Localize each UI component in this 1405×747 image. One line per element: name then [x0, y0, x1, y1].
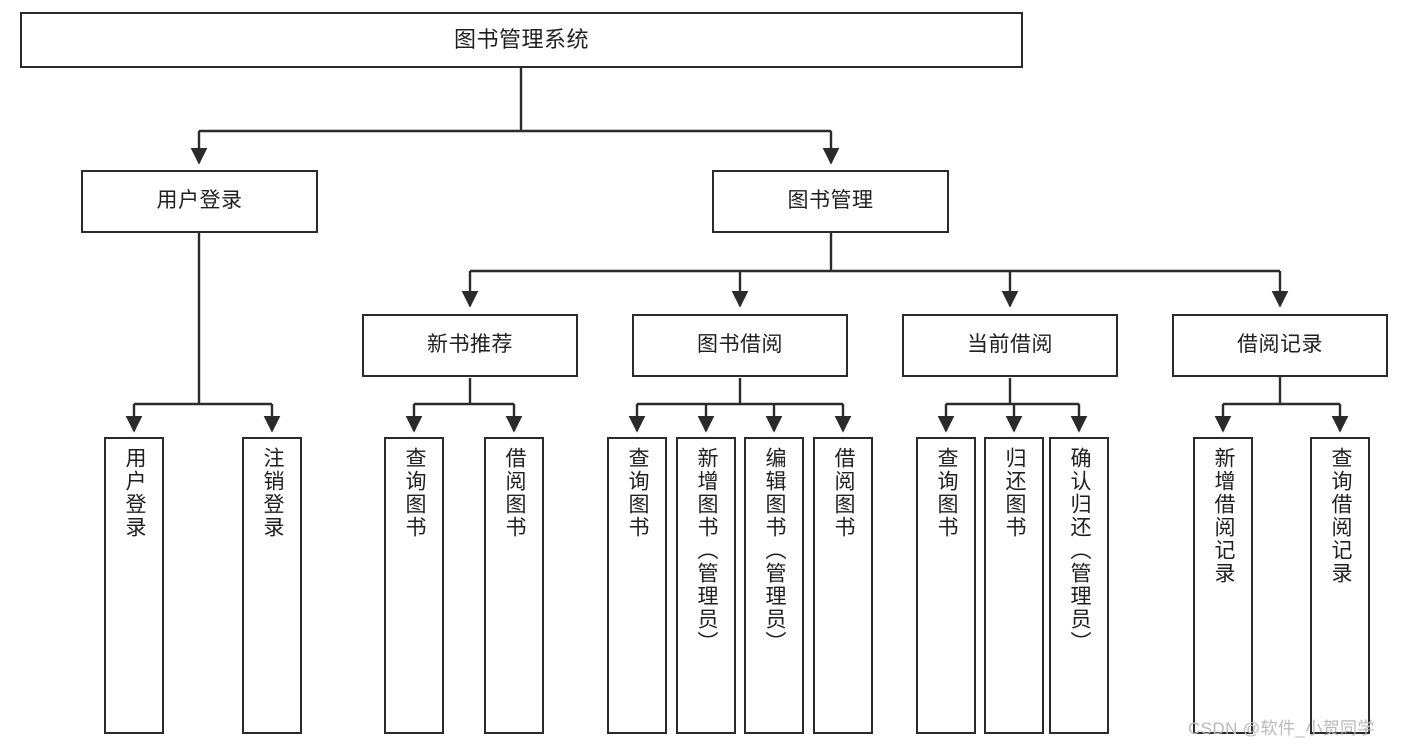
node-leaf-confirm-return-label: 确认归还（管理员）: [1068, 447, 1092, 654]
node-current-borrow-label: 当前借阅: [967, 333, 1053, 357]
node-user-login-label: 用户登录: [156, 189, 243, 213]
node-leaf-return-book[interactable]: 归还图书: [984, 437, 1044, 734]
node-leaf-query-book-1-label: 查询图书: [403, 447, 427, 539]
node-leaf-borrow-book-2[interactable]: 借阅图书: [813, 437, 873, 734]
node-current-borrow[interactable]: 当前借阅: [902, 314, 1118, 377]
node-leaf-confirm-return[interactable]: 确认归还（管理员）: [1049, 437, 1109, 734]
node-borrow-record-label: 借阅记录: [1237, 333, 1323, 357]
node-leaf-borrow-book-1[interactable]: 借阅图书: [484, 437, 544, 734]
node-leaf-query-book-2-label: 查询图书: [626, 447, 650, 539]
node-user-login[interactable]: 用户登录: [81, 170, 318, 233]
node-new-book-rec[interactable]: 新书推荐: [362, 314, 578, 377]
node-root-label: 图书管理系统: [453, 27, 589, 53]
node-book-borrow-label: 图书借阅: [697, 333, 783, 357]
node-leaf-logout-label: 注销登录: [261, 447, 285, 539]
node-book-borrow[interactable]: 图书借阅: [632, 314, 848, 377]
node-leaf-query-record[interactable]: 查询借阅记录: [1310, 437, 1370, 734]
node-leaf-query-record-label: 查询借阅记录: [1329, 447, 1353, 585]
node-new-book-rec-label: 新书推荐: [427, 333, 513, 357]
node-leaf-add-record[interactable]: 新增借阅记录: [1193, 437, 1253, 734]
watermark-text: CSDN @软件_小贺同学: [1188, 719, 1375, 738]
node-book-manage[interactable]: 图书管理: [712, 170, 949, 233]
node-root[interactable]: 图书管理系统: [20, 12, 1023, 68]
node-book-manage-label: 图书管理: [787, 189, 874, 213]
node-borrow-record[interactable]: 借阅记录: [1172, 314, 1388, 377]
node-leaf-query-book-2[interactable]: 查询图书: [607, 437, 667, 734]
node-leaf-add-book[interactable]: 新增图书（管理员）: [676, 437, 736, 734]
node-leaf-add-record-label: 新增借阅记录: [1212, 447, 1236, 585]
node-leaf-edit-book[interactable]: 编辑图书（管理员）: [744, 437, 804, 734]
node-leaf-edit-book-label: 编辑图书（管理员）: [763, 447, 787, 654]
node-leaf-user-login[interactable]: 用户登录: [104, 437, 164, 734]
node-leaf-borrow-book-2-label: 借阅图书: [832, 447, 856, 539]
node-leaf-user-login-label: 用户登录: [123, 447, 147, 539]
node-leaf-query-book-1[interactable]: 查询图书: [384, 437, 444, 734]
node-leaf-borrow-book-1-label: 借阅图书: [503, 447, 527, 539]
node-leaf-logout[interactable]: 注销登录: [242, 437, 302, 734]
node-leaf-add-book-label: 新增图书（管理员）: [695, 447, 719, 654]
node-leaf-query-book-3[interactable]: 查询图书: [916, 437, 976, 734]
node-leaf-query-book-3-label: 查询图书: [935, 447, 959, 539]
node-leaf-return-book-label: 归还图书: [1003, 447, 1027, 539]
